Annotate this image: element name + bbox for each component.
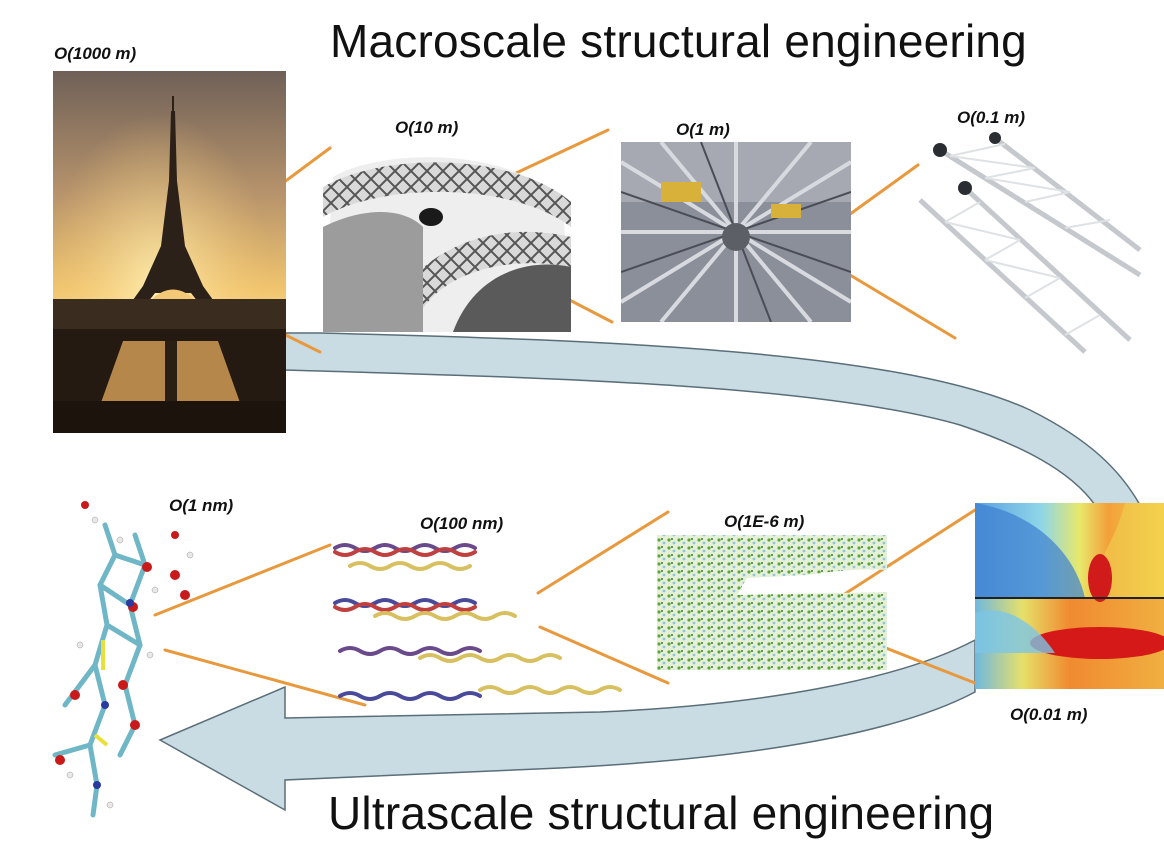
connector-line [153, 543, 332, 617]
connector-line [536, 510, 670, 595]
connector-line [538, 625, 670, 685]
scale-label-1m: O(1 m) [676, 120, 730, 139]
scale-label-1000m: O(1000 m) [54, 44, 137, 63]
scale-label-0-01m: O(0.01 m) [1010, 705, 1088, 724]
eiffel-tower-photo [53, 71, 286, 433]
flow-simulation-heatmap [975, 503, 1164, 689]
scale-label-100nm: O(100 nm) [420, 514, 504, 533]
scale-label-1e-6m: O(1E-6 m) [724, 512, 805, 531]
arrow-continuum-to-nano [158, 638, 976, 812]
steel-lattice-closeup [621, 142, 851, 322]
protein-strand-array [330, 528, 630, 708]
scale-label-10m: O(10 m) [395, 118, 459, 137]
scale-label-0-1m: O(0.1 m) [957, 108, 1026, 127]
title-macroscale: Macroscale structural engineering [330, 15, 1027, 67]
truss-beam-render [915, 130, 1145, 355]
tower-arch-closeup [323, 147, 571, 332]
fibril-network-render [657, 530, 887, 670]
connector-line [163, 648, 367, 707]
connector-line [838, 508, 977, 599]
title-ultrascale: Ultrascale structural engineering [328, 787, 995, 839]
scale-label-1nm: O(1 nm) [169, 496, 234, 515]
molecular-structure [35, 495, 205, 830]
arrow-macro-to-continuum [284, 332, 1142, 506]
